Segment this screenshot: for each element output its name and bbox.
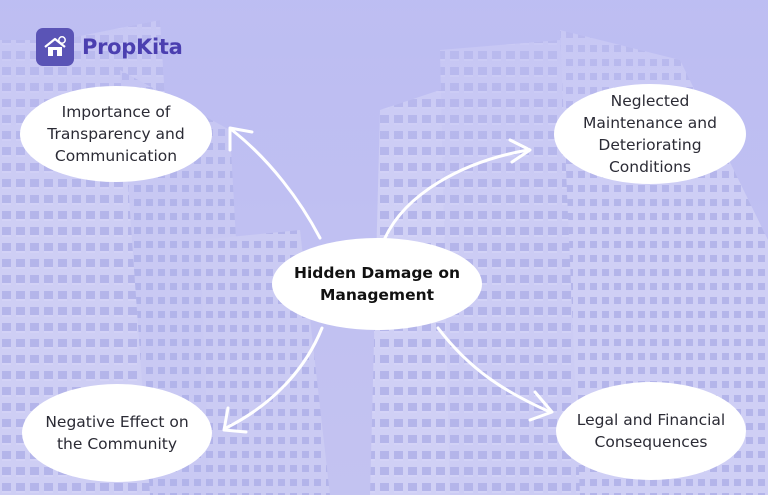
node-label-line: Communication — [54, 147, 178, 165]
node-transparency: Importance of Transparency and Communica… — [20, 86, 212, 182]
arrow-to-maintenance — [383, 148, 530, 240]
arrow-head-transparency — [228, 126, 254, 152]
node-legal: Legal and Financial Consequences — [556, 382, 746, 480]
node-label-line: Transparency and — [47, 125, 185, 143]
house-logo-icon — [36, 28, 74, 66]
center-node: Hidden Damage on Management — [272, 238, 482, 330]
center-node-line: Hidden Damage on — [293, 264, 461, 282]
node-label-line: Conditions — [608, 158, 692, 176]
arrow-head-maintenance — [508, 138, 532, 164]
node-label-line: the Community — [56, 435, 178, 453]
node-label-line: Negative Effect on — [45, 413, 189, 431]
node-maintenance: Neglected Maintenance and Deteriorating … — [554, 84, 746, 184]
node-label-line: Deteriorating — [598, 136, 702, 154]
node-label-line: Maintenance and — [583, 114, 717, 132]
node-label-line: Legal and Financial — [576, 411, 726, 429]
node-community: Negative Effect on the Community — [22, 384, 212, 482]
node-label-line: Importance of — [61, 103, 171, 121]
brand-logo[interactable]: PropKita — [36, 28, 183, 66]
arrow-to-legal — [436, 326, 552, 414]
arrow-head-community — [222, 406, 248, 434]
arrow-to-transparency — [230, 128, 322, 240]
brand-name: PropKita — [82, 35, 183, 59]
node-label-line: Consequences — [594, 433, 708, 451]
center-node-line: Management — [319, 286, 435, 304]
arrow-to-community — [224, 326, 324, 430]
node-label-line: Neglected — [610, 92, 690, 110]
arrow-head-legal — [528, 390, 554, 422]
